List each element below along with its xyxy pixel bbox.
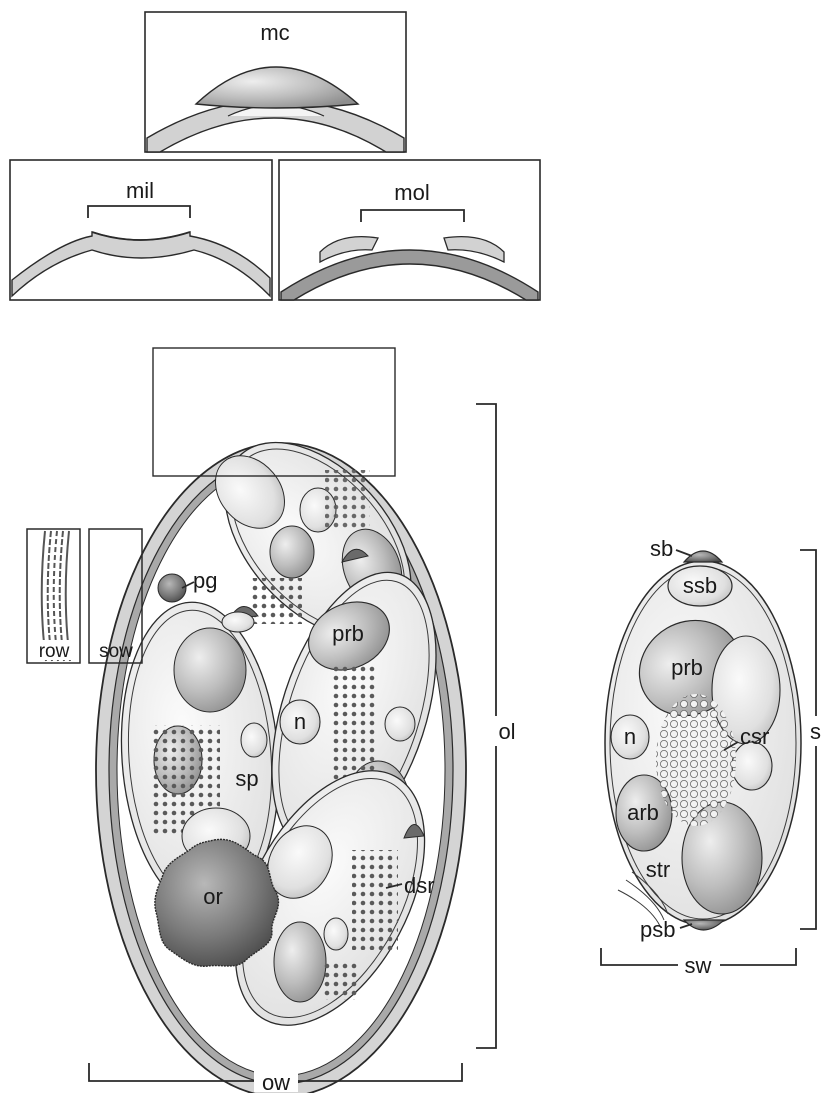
label-row: row bbox=[39, 641, 70, 662]
label-csr: csr bbox=[740, 724, 769, 749]
label-psb: psb bbox=[640, 917, 675, 942]
polar-granule bbox=[158, 574, 186, 602]
label-n-oocyst: n bbox=[294, 709, 306, 734]
label-arb: arb bbox=[627, 800, 659, 825]
micropyle-outer-layer-inset: mol bbox=[279, 160, 540, 300]
oocyst bbox=[96, 408, 468, 1093]
compact-sporocyst-residuum bbox=[656, 694, 736, 826]
label-sp: sp bbox=[235, 766, 258, 791]
label-prb-sporocyst: prb bbox=[671, 655, 703, 680]
label-prb-oocyst: prb bbox=[332, 621, 364, 646]
label-sb: sb bbox=[650, 536, 673, 561]
label-n-sporocyst: n bbox=[624, 724, 636, 749]
sporocyst-width-bracket: sw bbox=[601, 948, 796, 978]
label-sow: sow bbox=[99, 641, 133, 662]
label-mol: mol bbox=[394, 180, 429, 205]
label-pg: pg bbox=[193, 568, 217, 593]
label-mil: mil bbox=[126, 178, 154, 203]
oocyst-length-bracket: ol bbox=[476, 404, 522, 1048]
micropyle-cap-inset: mc bbox=[145, 12, 406, 152]
label-sl: sl bbox=[810, 719, 821, 744]
micropyle-inner-layer-inset: mil bbox=[10, 160, 272, 300]
label-ol: ol bbox=[498, 719, 515, 744]
label-or: or bbox=[203, 884, 223, 909]
label-ow: ow bbox=[262, 1070, 290, 1093]
label-dsr: dsr bbox=[404, 873, 435, 898]
label-sw: sw bbox=[685, 953, 712, 978]
label-str: str bbox=[646, 857, 670, 882]
label-ssb: ssb bbox=[683, 573, 717, 598]
label-mc: mc bbox=[260, 20, 289, 45]
sporocyst-length-bracket: sl bbox=[800, 550, 821, 929]
stieda-body bbox=[684, 551, 722, 562]
